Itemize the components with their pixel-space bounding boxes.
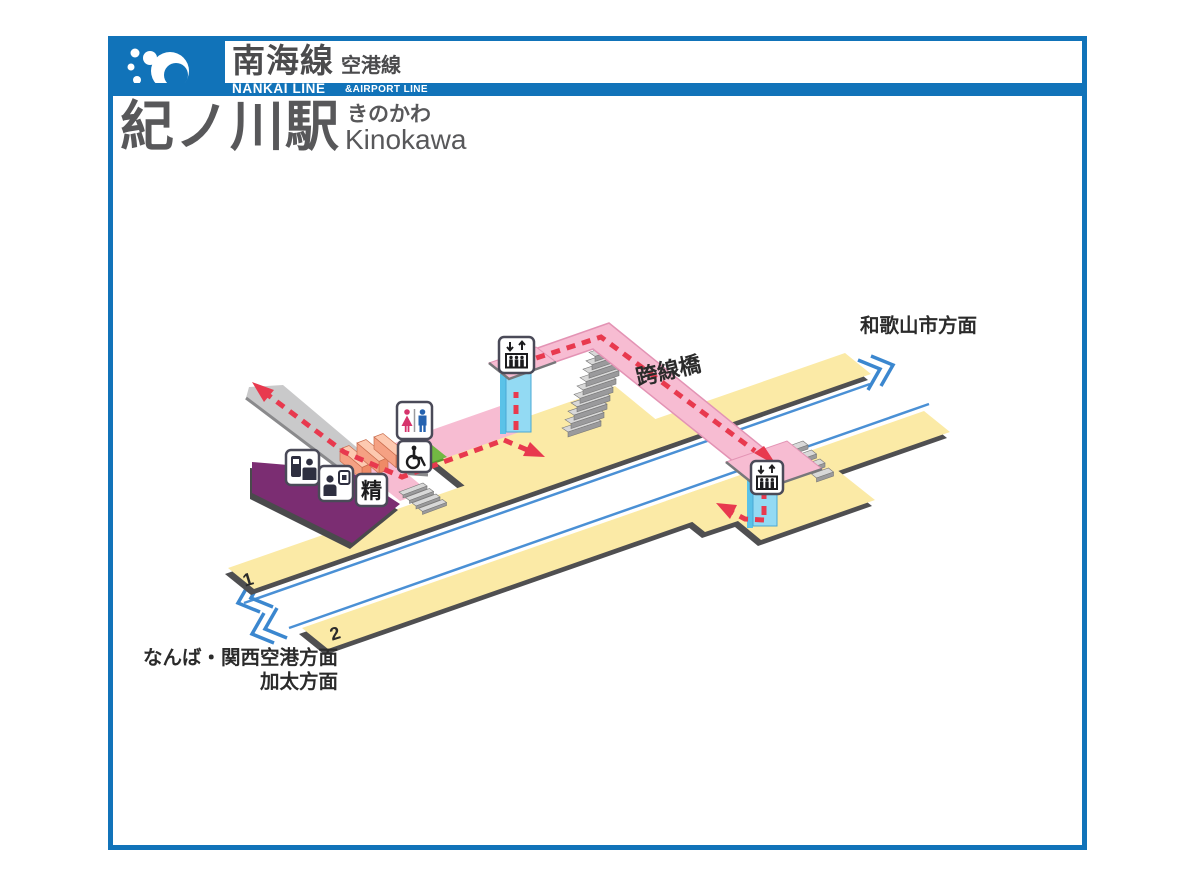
route-path-bridge [520, 334, 757, 454]
fare-adjustment-icon: 精 [354, 472, 389, 508]
station-name-kana: きのかわ [347, 103, 431, 126]
concourse-steps [398, 482, 448, 515]
line-name-sub-jp: 空港線 [341, 55, 401, 77]
banner-bar [113, 83, 1082, 96]
track-lines [243, 382, 930, 630]
line-name-en: NANKAI LINE [232, 81, 326, 96]
line-name-jp: 南海線 [232, 42, 334, 79]
station-name-jp: 紀ノ川駅 [120, 97, 340, 157]
svg-text:精: 精 [361, 479, 382, 503]
exit-walkway [246, 385, 428, 475]
label-direction-up: 和歌山市方面 [860, 314, 977, 337]
station-name-en: Kinokawa [345, 124, 467, 155]
elevator-icon [749, 459, 785, 496]
ticket-machine-icon [284, 448, 321, 487]
line-name-sub-en: &AIRPORT LINE [345, 84, 428, 95]
label-direction-down-1: なんば・関西空港方面 [143, 646, 338, 669]
elevator-icon [497, 335, 536, 375]
route-arrowheads-ground [252, 382, 737, 519]
toilet-icon [395, 400, 434, 441]
label-direction-down-2: 加太方面 [259, 670, 338, 693]
wheelchair-accessible-icon [396, 439, 433, 474]
ticket-window-icon [317, 464, 355, 503]
direction-arrow-up-line [857, 354, 896, 391]
